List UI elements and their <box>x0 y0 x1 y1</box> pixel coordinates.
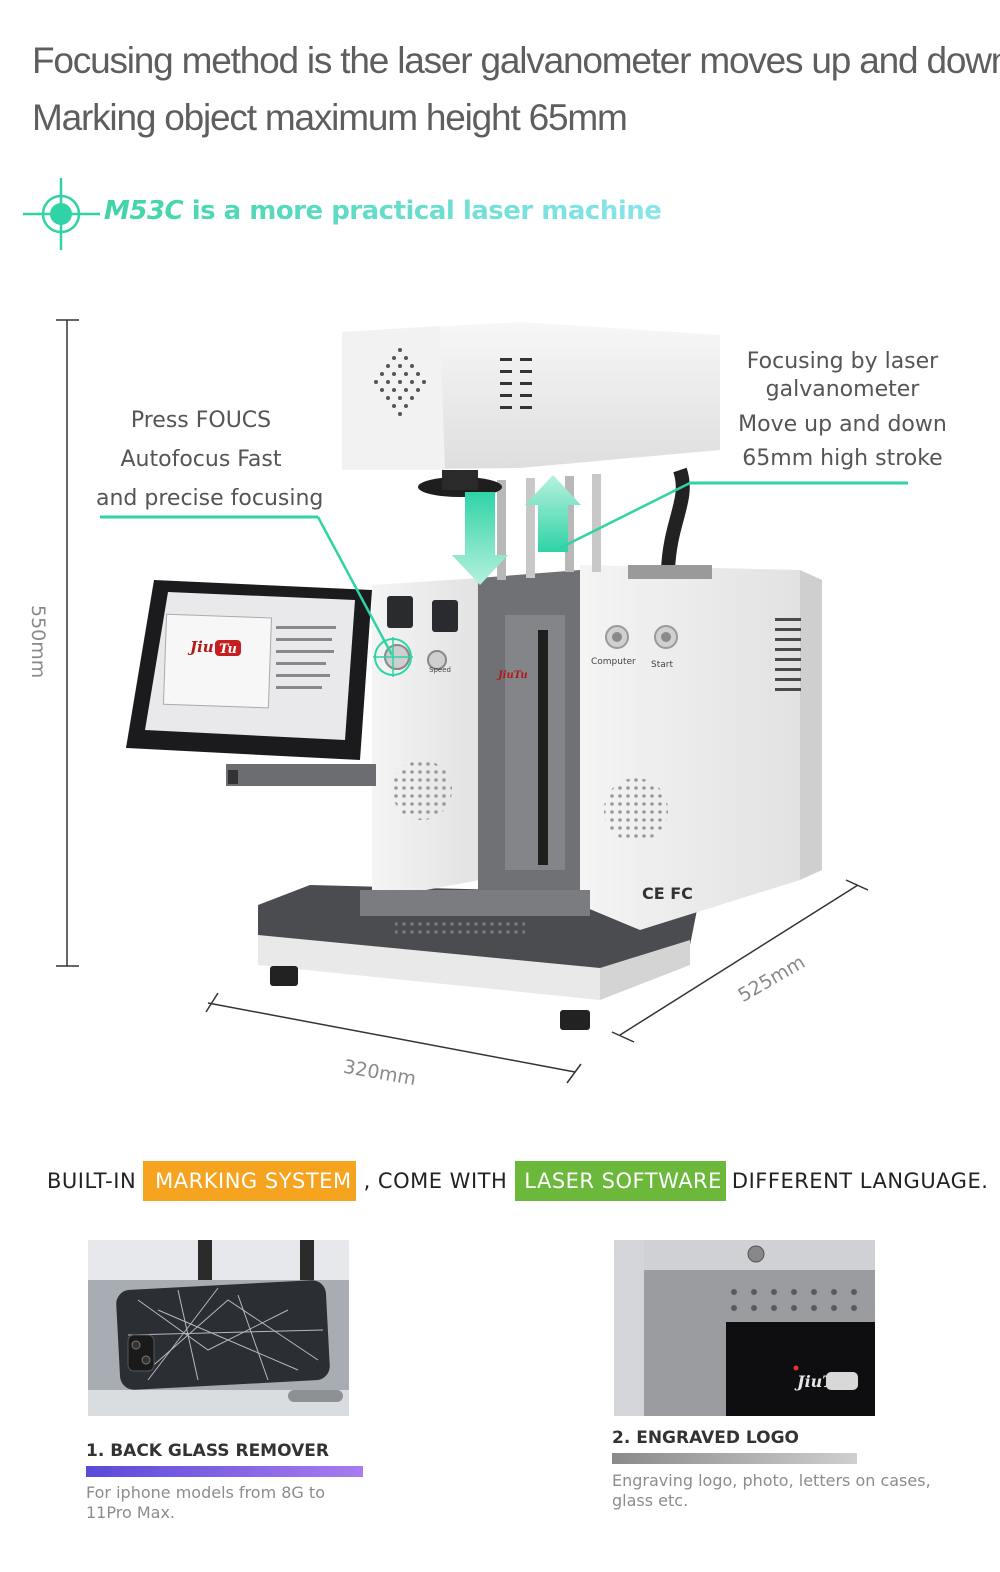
svg-text:Tu: Tu <box>219 642 237 657</box>
feature-2-title: 2. ENGRAVED LOGO <box>612 1428 799 1448</box>
crosshair-icon <box>23 178 100 250</box>
builtin-suffix: DIFFERENT LANGUAGE. <box>731 1169 989 1193</box>
laser-software-chip: LASER SOFTWARE <box>515 1161 726 1201</box>
left-callout-line-3: and precise focusing <box>96 486 324 511</box>
computer-button-label: Computer <box>591 657 636 667</box>
feature-1-bar <box>86 1466 363 1477</box>
height-dimension-label: 550mm <box>27 605 49 679</box>
builtin-prefix: BUILT-IN <box>47 1169 137 1193</box>
feature-1-title: 1. BACK GLASS REMOVER <box>86 1441 329 1461</box>
laser-machine-illustration: Jiu Tu <box>56 319 908 1084</box>
feature-1-description: For iphone models from 8G to 11Pro Max. <box>86 1483 325 1522</box>
back-glass-remover-photo <box>88 1240 349 1416</box>
right-callout-line-1: Focusing by laser <box>746 349 939 374</box>
headline-line-1: Focusing method is the laser galvanomete… <box>32 40 1000 81</box>
right-callout-line-3: Move up and down <box>738 412 947 437</box>
headline-line-2: Marking object maximum height 65mm <box>32 97 628 138</box>
speed-knob-label: Speed <box>429 666 451 674</box>
right-callout-line-4: 65mm high stroke <box>742 446 943 471</box>
builtin-banner: BUILT-IN MARKING SYSTEM , COME WITH LASE… <box>47 1160 988 1202</box>
left-callout-line-1: Press FOUCS <box>130 408 272 433</box>
marking-system-chip: MARKING SYSTEM <box>143 1161 356 1201</box>
engraved-logo-photo: JiuTu <box>614 1240 875 1416</box>
feature-2-description: Engraving logo, photo, letters on cases,… <box>612 1471 931 1510</box>
tagline: M53C is a more practical laser machine <box>104 196 661 226</box>
svg-text:Jiu: Jiu <box>187 638 214 656</box>
tagline-text: is a more practical laser machine <box>183 196 662 226</box>
builtin-middle: , COME WITH <box>363 1169 508 1193</box>
machine-brand-logo: JiuTu <box>498 670 528 681</box>
right-callout-line-2: galvanometer <box>765 377 920 402</box>
certification-marks: CE FC <box>642 884 693 903</box>
model-name: M53C <box>104 196 184 226</box>
start-button-label: Start <box>651 660 673 670</box>
feature-2-bar <box>612 1453 857 1464</box>
left-callout-line-2: Autofocus Fast <box>120 447 282 472</box>
